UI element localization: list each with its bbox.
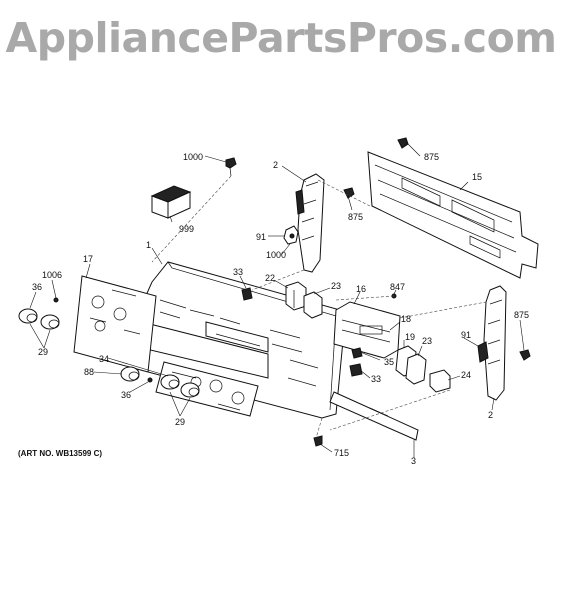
leader-lines xyxy=(29,141,525,458)
knob-upper-left-2 xyxy=(40,314,60,330)
callout-1: 1 xyxy=(146,240,151,250)
callout-15: 15 xyxy=(472,172,482,182)
callout-23-lower: 23 xyxy=(422,336,432,346)
callout-1000-upper: 1000 xyxy=(183,152,203,162)
switch-23-upper xyxy=(303,291,323,319)
switch-23-lower xyxy=(405,353,427,385)
knob-upper-left-1 xyxy=(18,308,38,324)
end-bracket-left xyxy=(295,173,325,273)
callout-847: 847 xyxy=(390,282,405,292)
screw-875-upper xyxy=(397,137,409,149)
callout-17: 17 xyxy=(83,254,93,264)
callout-23-upper: 23 xyxy=(331,281,341,291)
callout-3: 3 xyxy=(411,456,416,466)
switch-22 xyxy=(285,281,307,311)
callout-875-mid: 875 xyxy=(348,212,363,222)
rear-bracket-panel xyxy=(367,151,539,279)
clip-35 xyxy=(351,347,363,359)
callout-91-upper: 91 xyxy=(256,232,266,242)
callout-2-upper: 2 xyxy=(273,160,278,170)
faceplate-right xyxy=(155,361,259,417)
art-number: (ART NO. WB13599 C) xyxy=(18,449,102,458)
callout-22: 22 xyxy=(265,273,275,283)
end-bracket-right xyxy=(477,285,507,401)
callout-16: 16 xyxy=(356,284,366,294)
callout-18: 18 xyxy=(401,314,411,324)
screw-1000-upper xyxy=(225,157,237,177)
knob-lower-1 xyxy=(160,374,180,390)
bottom-trim-3 xyxy=(329,391,419,441)
screw-715 xyxy=(313,435,323,447)
callout-36-upper: 36 xyxy=(32,282,42,292)
clip-33-upper xyxy=(241,287,253,301)
callout-35: 35 xyxy=(384,357,394,367)
callout-24: 24 xyxy=(461,370,471,380)
callout-33-upper: 33 xyxy=(233,267,243,277)
callout-1000-lower: 1000 xyxy=(266,250,286,260)
callout-29-upper: 29 xyxy=(38,347,48,357)
watermark: AppliancePartsPros.com xyxy=(5,14,557,62)
callout-875-right: 875 xyxy=(514,310,529,320)
assembly-lines xyxy=(151,175,487,439)
callout-1006: 1006 xyxy=(42,270,62,280)
callout-29-lower: 29 xyxy=(175,417,185,427)
screw-875-mid xyxy=(343,187,355,199)
callout-999: 999 xyxy=(179,224,194,234)
callout-875-upper: 875 xyxy=(424,152,439,162)
callout-34: 34 xyxy=(99,354,109,364)
callout-19: 19 xyxy=(405,332,415,342)
part-999-box xyxy=(150,185,192,219)
faceplate-left xyxy=(73,275,157,373)
screw-875-right xyxy=(519,349,531,361)
screw-1006 xyxy=(53,297,59,303)
callout-2-lower: 2 xyxy=(488,410,493,420)
clip-33-lower xyxy=(349,363,363,377)
knob-lower-2 xyxy=(180,382,200,398)
callout-715: 715 xyxy=(334,448,349,458)
callout-36-lower: 36 xyxy=(121,390,131,400)
knob-lower-88 xyxy=(120,366,140,382)
clip-91-upper xyxy=(283,225,299,245)
spring-36-lower xyxy=(147,377,153,383)
callout-88: 88 xyxy=(84,367,94,377)
callout-33-lower: 33 xyxy=(371,374,381,384)
switch-24 xyxy=(429,369,451,393)
callout-91-lower: 91 xyxy=(461,330,471,340)
